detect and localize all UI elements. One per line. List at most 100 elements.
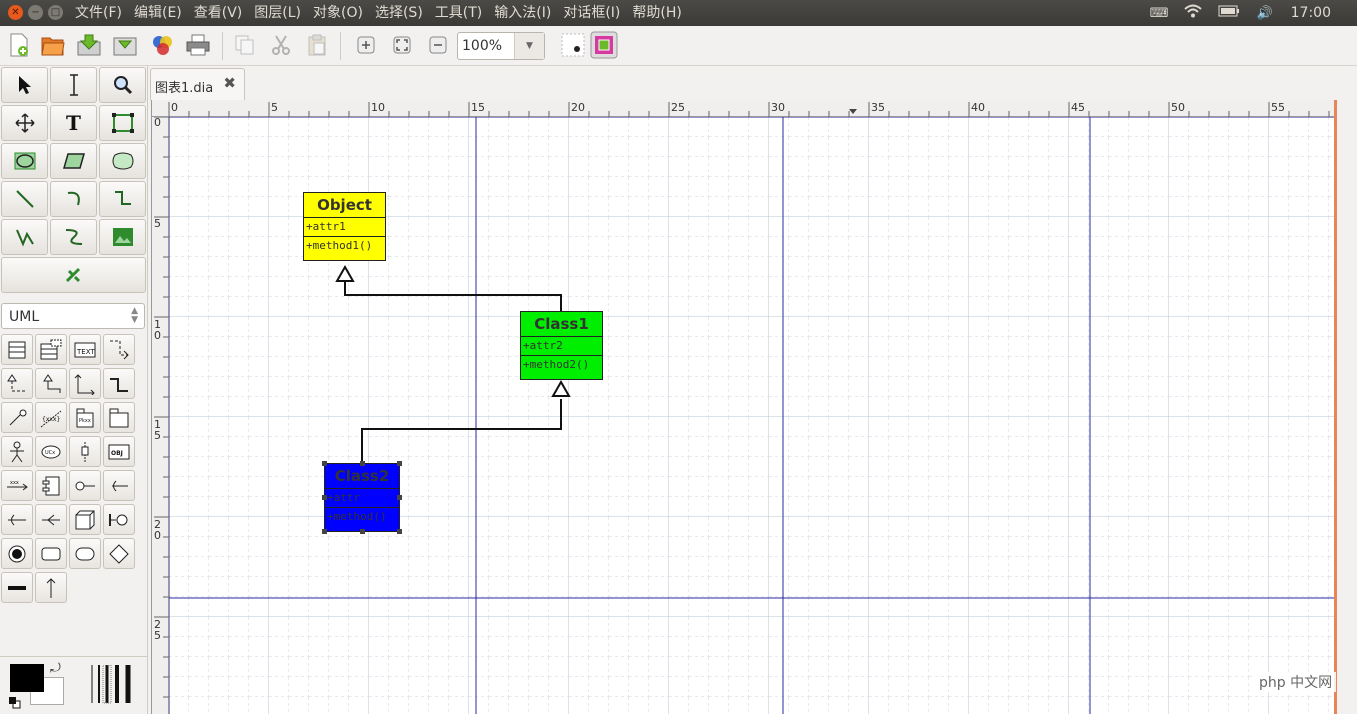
zoom-input[interactable] (462, 37, 514, 55)
selection-handle[interactable] (397, 529, 402, 534)
beziergon-tool[interactable] (99, 143, 146, 179)
menu-view[interactable]: 查看(V) (193, 5, 243, 21)
menu-tools[interactable]: 工具(T) (434, 5, 483, 21)
selection-handle[interactable] (322, 461, 327, 466)
uml-class-class2[interactable]: Class2 +attr +method() (322, 461, 402, 534)
close-window-button[interactable]: ✕ (8, 5, 23, 20)
uml-template-class-shape[interactable] (35, 334, 67, 365)
text-tool[interactable]: T (50, 105, 97, 141)
best-fit-button[interactable] (387, 30, 417, 60)
uml-dependency-shape[interactable] (103, 334, 135, 365)
scroll-tool[interactable] (1, 105, 48, 141)
selection-handle[interactable] (360, 529, 365, 534)
ellipse-tool[interactable] (1, 143, 48, 179)
paste-button[interactable] (302, 30, 332, 60)
clock[interactable]: 17:00 (1290, 5, 1331, 21)
magnify-tool[interactable] (99, 67, 146, 103)
wifi-icon[interactable] (1184, 4, 1203, 22)
export-button[interactable] (148, 30, 178, 60)
uml-constraint-shape[interactable] (1, 402, 33, 433)
uml-initial-state-shape[interactable] (1, 538, 33, 569)
uml-state-shape[interactable] (35, 538, 67, 569)
copy-button[interactable] (230, 30, 260, 60)
uml-actor-shape[interactable] (1, 436, 33, 467)
swap-colors-icon[interactable]: ⤾ (50, 661, 61, 676)
menu-input-method[interactable]: 输入法(I) (494, 5, 552, 21)
uml-association-shape[interactable] (69, 368, 101, 399)
selection-handle[interactable] (322, 495, 327, 500)
uml-node-feature-shape[interactable] (103, 470, 135, 501)
selection-handle[interactable] (322, 529, 327, 534)
zigzag-line-tool[interactable] (99, 181, 146, 217)
uml-generalization-shape[interactable] (35, 368, 67, 399)
sheet-selector[interactable]: UML ▲▼ (1, 303, 145, 329)
save-button[interactable] (74, 30, 104, 60)
uml-message-shape[interactable]: xxx (1, 470, 33, 501)
drawing-area[interactable]: Object +attr1 +method1() Class1 +attr2 +… (169, 117, 1337, 714)
zoom-out-button[interactable] (423, 30, 453, 60)
maximize-window-button[interactable]: □ (48, 5, 63, 20)
arc-tool[interactable] (50, 181, 97, 217)
uml-fork-shape[interactable] (1, 572, 33, 603)
snap-to-objects-toggle[interactable] (589, 30, 619, 60)
uml-class-object[interactable]: Object +attr1 +method1() (303, 192, 386, 261)
uml-lifeline-shape[interactable] (69, 436, 101, 467)
uml-usecase-shape[interactable]: UCx (35, 436, 67, 467)
menu-file[interactable]: 文件(F) (75, 5, 122, 21)
selection-handle[interactable] (397, 461, 402, 466)
battery-icon[interactable] (1218, 5, 1240, 21)
uml-interface-shape[interactable] (1, 504, 33, 535)
save-as-button[interactable] (110, 30, 140, 60)
uml-note-shape[interactable]: TEXT (69, 334, 101, 365)
uml-large-package-shape[interactable]: Pkxx (69, 402, 101, 433)
bezier-line-tool[interactable] (50, 219, 97, 255)
chevron-down-icon[interactable]: ▼ (514, 33, 544, 59)
uml-package-shape[interactable] (103, 402, 135, 433)
uml-small-package-shape[interactable]: {xxx} (35, 402, 67, 433)
close-icon[interactable]: ✖ (223, 74, 236, 92)
print-button[interactable] (183, 30, 213, 60)
uml-component-shape[interactable] (35, 470, 67, 501)
zoom-in-button[interactable] (351, 30, 381, 60)
menu-dialogs[interactable]: 对话框(I) (563, 5, 621, 21)
minimize-window-button[interactable]: − (28, 5, 43, 20)
menu-help[interactable]: 帮助(H) (632, 5, 682, 21)
reset-colors-icon[interactable] (9, 697, 21, 709)
tab-diagram[interactable]: 图表1.dia ✖ (150, 68, 245, 100)
image-tool[interactable] (99, 219, 146, 255)
uml-branch-shape[interactable] (103, 504, 135, 535)
new-file-button[interactable] (4, 30, 34, 60)
uml-implements-shape[interactable] (103, 368, 135, 399)
open-file-button[interactable] (38, 30, 68, 60)
keyboard-icon[interactable]: ⌨ (1149, 5, 1169, 21)
uml-class-class1[interactable]: Class1 +attr2 +method2() (520, 311, 603, 380)
menu-layers[interactable]: 图层(L) (254, 5, 302, 21)
selection-handle[interactable] (360, 461, 365, 466)
uml-component-feature-shape[interactable] (69, 470, 101, 501)
menu-objects[interactable]: 对象(O) (313, 5, 363, 21)
snap-to-grid-toggle[interactable] (558, 30, 588, 60)
uml-required-interface-shape[interactable] (35, 504, 67, 535)
cut-button[interactable] (266, 30, 296, 60)
uml-object-shape[interactable]: OBJ (103, 436, 135, 467)
selection-handle[interactable] (397, 495, 402, 500)
zoom-combobox[interactable]: ▼ (457, 32, 545, 60)
vertical-scrollbar[interactable] (1337, 100, 1357, 714)
menu-edit[interactable]: 编辑(E) (133, 5, 182, 21)
polygon-tool[interactable] (50, 143, 97, 179)
uml-node-shape[interactable] (69, 504, 101, 535)
uml-class-shape[interactable] (1, 334, 33, 365)
modify-tool[interactable] (1, 67, 48, 103)
volume-icon[interactable]: 🔊 (1256, 5, 1273, 21)
line-tool[interactable] (1, 181, 48, 217)
text-edit-tool[interactable] (50, 67, 97, 103)
polyline-tool[interactable] (1, 219, 48, 255)
uml-decision-shape[interactable] (103, 538, 135, 569)
uml-activity-shape[interactable] (69, 538, 101, 569)
uml-transition-shape[interactable] (35, 572, 67, 603)
line-width-selector[interactable] (90, 664, 134, 705)
menu-select[interactable]: 选择(S) (374, 5, 423, 21)
uml-realizes-shape[interactable] (1, 368, 33, 399)
outline-tool[interactable] (1, 257, 146, 293)
foreground-color-swatch[interactable] (10, 664, 44, 692)
